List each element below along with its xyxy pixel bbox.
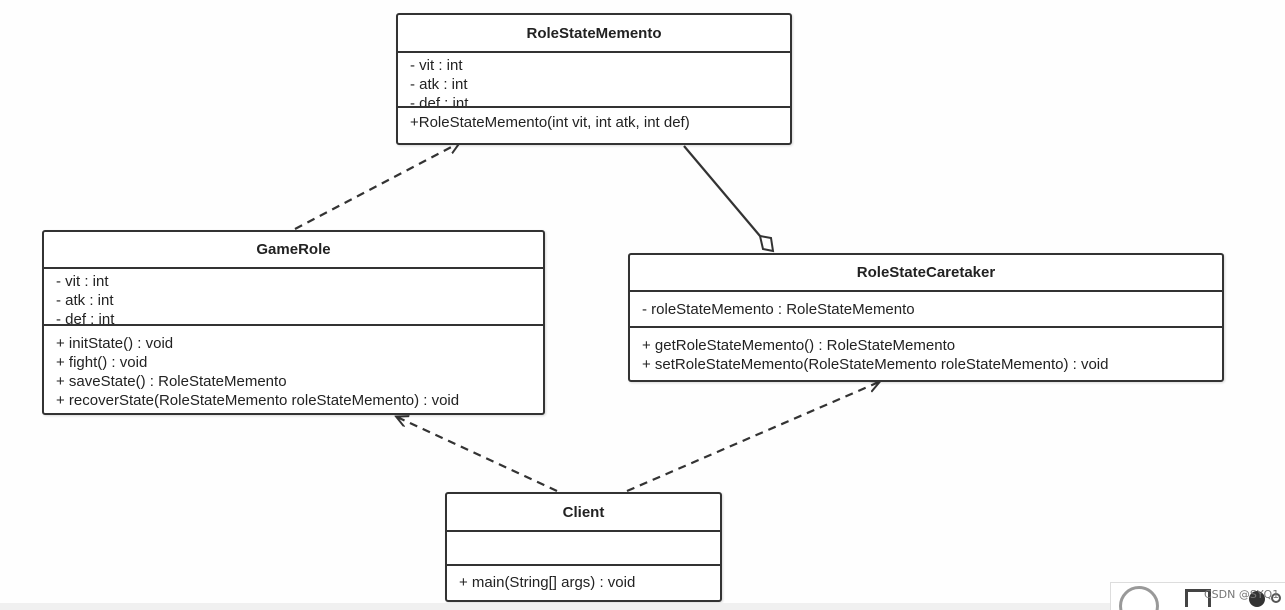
class-rolestatecaretaker[interactable]: RoleStateCaretaker - roleStateMemento : …	[628, 253, 1224, 382]
methods-section: + initState() : void + fight() : void + …	[44, 326, 543, 414]
class-gamerole[interactable]: GameRole - vit : int - atk : int - def :…	[42, 230, 545, 415]
method: + saveState() : RoleStateMemento	[56, 373, 287, 390]
attribute: - def : int	[56, 311, 115, 326]
method: + initState() : void	[56, 335, 174, 352]
methods-section: + main(String[] args) : void	[447, 566, 720, 600]
class-rolestatememento[interactable]: RoleStateMemento - vit : int - atk : int…	[396, 13, 792, 145]
dependency-client-to-gamerole	[397, 417, 558, 492]
dependency-gamerole-to-memento	[294, 143, 459, 230]
dot-icon[interactable]	[1271, 593, 1281, 603]
attributes-section: - vit : int - atk : int - def : int	[44, 269, 543, 326]
bottom-strip	[0, 603, 1110, 610]
class-name: GameRole	[44, 232, 543, 269]
methods-section: +RoleStateMemento(int vit, int atk, int …	[398, 108, 790, 143]
player-toolbar	[1110, 582, 1285, 610]
watermark: CSDN @SYQ1	[1204, 588, 1280, 601]
method: + recoverState(RoleStateMemento roleStat…	[56, 392, 460, 409]
attributes-section: - vit : int - atk : int - def : int	[398, 53, 790, 108]
aggregation-diamond	[758, 234, 775, 253]
class-client[interactable]: Client + main(String[] args) : void	[445, 492, 722, 602]
class-name: Client	[447, 494, 720, 532]
attributes-section	[447, 532, 720, 566]
aggregation-line-caretaker-memento	[683, 145, 761, 237]
class-name: RoleStateMemento	[398, 15, 790, 53]
method: + setRoleStateMemento(RoleStateMemento r…	[642, 356, 1109, 373]
dependency-client-to-caretaker	[626, 382, 879, 493]
method: + getRoleStateMemento() : RoleStateMemen…	[642, 337, 956, 354]
attribute: - vit : int	[410, 57, 463, 74]
grid-icon[interactable]	[1185, 589, 1211, 607]
attribute: - roleStateMemento : RoleStateMemento	[642, 301, 915, 318]
attribute: - vit : int	[56, 273, 109, 290]
method: +RoleStateMemento(int vit, int atk, int …	[410, 114, 690, 131]
attribute: - def : int	[410, 95, 469, 108]
attribute: - atk : int	[410, 76, 468, 93]
methods-section: + getRoleStateMemento() : RoleStateMemen…	[630, 328, 1222, 380]
attributes-section: - roleStateMemento : RoleStateMemento	[630, 292, 1222, 328]
attribute: - atk : int	[56, 292, 114, 309]
class-name: RoleStateCaretaker	[630, 255, 1222, 292]
moon-icon[interactable]	[1249, 591, 1265, 607]
method: + main(String[] args) : void	[459, 574, 636, 591]
gauge-icon[interactable]	[1119, 586, 1159, 610]
method: + fight() : void	[56, 354, 148, 371]
